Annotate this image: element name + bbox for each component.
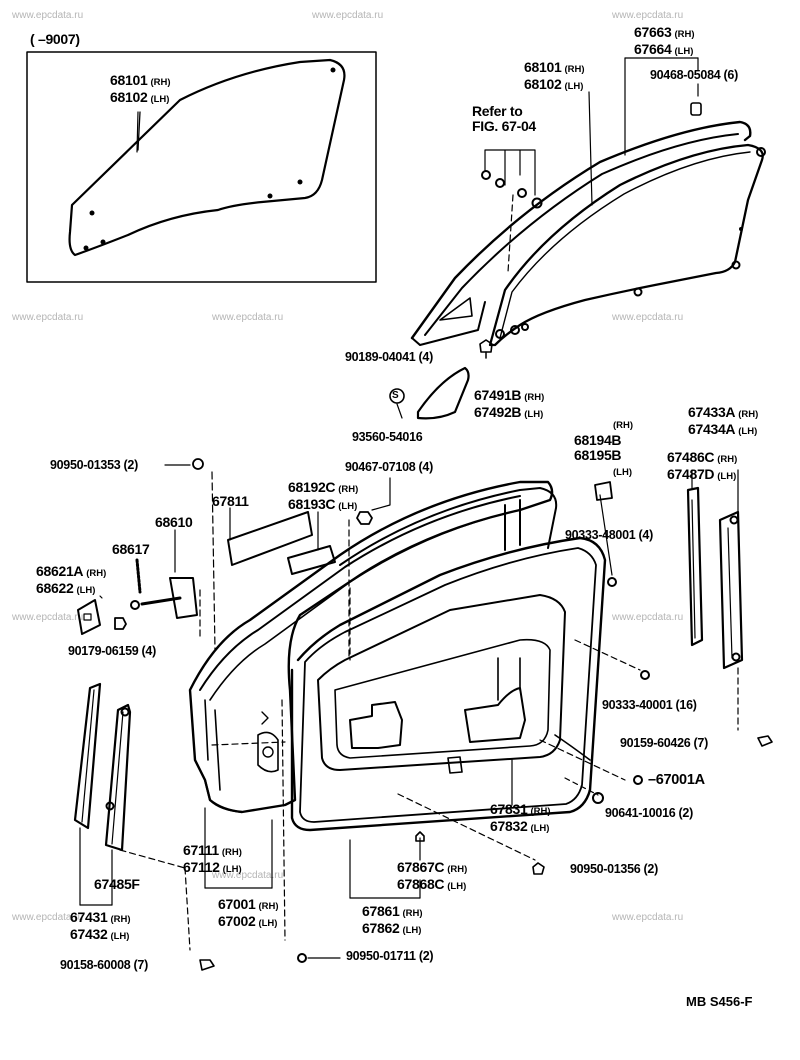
refer-note: Refer to FIG. 67-04 bbox=[472, 103, 536, 134]
inset-frame bbox=[26, 51, 377, 283]
clip-90467-label: 90467-07108 (4) bbox=[345, 460, 433, 474]
part-67431-label: 67431(RH) 67432(LH) bbox=[70, 909, 131, 943]
hole-90641-label: 90641-10016 (2) bbox=[605, 806, 693, 820]
trim-board bbox=[334, 638, 551, 759]
bolt-90189-label: 90189-04041 (4) bbox=[345, 350, 433, 364]
watermark: www.epcdata.ru bbox=[312, 10, 384, 21]
trim-67491b-label: 67491B(RH) 67492B(LH) bbox=[474, 387, 545, 421]
watermark: www.epcdata.ru bbox=[612, 912, 684, 923]
part-67485f-label: 67485F bbox=[94, 876, 140, 892]
bolt-90158-label: 90158-60008 (7) bbox=[60, 958, 148, 972]
clip-90950-01356-label: 90950-01356 (2) bbox=[570, 862, 658, 876]
inset-title: ( –9007) bbox=[30, 31, 80, 47]
part-68610-label: 68610 bbox=[155, 514, 193, 530]
weatherstrip bbox=[290, 536, 607, 832]
part-67486c-label: 67486C(RH) 67487D(LH) bbox=[667, 449, 738, 483]
part-67433a-label: 67433A(RH) 67434A(LH) bbox=[688, 404, 759, 438]
inset-glass-label: 68101(RH) 68102(LH) bbox=[110, 72, 171, 106]
part-68617-label: 68617 bbox=[112, 541, 150, 557]
watermark: www.epcdata.ru bbox=[612, 312, 684, 323]
clip-90950-01711-label: 90950-01711 (2) bbox=[346, 949, 434, 963]
nut-90333-48001-label: 90333-48001 (4) bbox=[565, 528, 653, 542]
part-67861-label: 67861(RH) 67862(LH) bbox=[362, 903, 423, 937]
nut-90333-40001-label: 90333-40001 (16) bbox=[602, 698, 697, 712]
watermark: www.epcdata.ru bbox=[612, 612, 684, 623]
watermark: www.epcdata.ru bbox=[12, 10, 84, 21]
diagram-code: MB S456-F bbox=[686, 994, 753, 1009]
watermark: www.epcdata.ru bbox=[12, 612, 84, 623]
part-67831-label: 67831(RH) 67832(LH) bbox=[490, 801, 551, 835]
part-67001a-label: –67001A bbox=[648, 772, 705, 788]
watermark: www.epcdata.ru bbox=[12, 312, 84, 323]
part-67811-label: 67811 bbox=[212, 493, 249, 509]
glass-run-outer bbox=[410, 120, 752, 340]
watermark: www.epcdata.ru bbox=[12, 912, 84, 923]
part-67111-label: 67111(RH) 67112(LH) bbox=[183, 842, 242, 876]
watermark: www.epcdata.ru bbox=[612, 10, 684, 21]
bolt-90159-label: 90159-60426 (7) bbox=[620, 736, 708, 750]
part-68194b-label: (RH) 68194B 68195B (LH) bbox=[574, 420, 634, 478]
watermark: www.epcdata.ru bbox=[212, 312, 284, 323]
run-channel-label: 67663(RH) 67664(LH) bbox=[634, 24, 695, 58]
inset-door-glass bbox=[68, 58, 346, 257]
glass-label: 68101(RH) 68102(LH) bbox=[524, 59, 585, 93]
part-68621a-label: 68621A(RH) 68622(LH) bbox=[36, 563, 107, 597]
door-glass bbox=[488, 143, 764, 347]
s-mark: S bbox=[392, 390, 399, 401]
part-67867c-label: 67867C(RH) 67868C(LH) bbox=[397, 859, 468, 893]
screw-90468-label: 90468-05084 (6) bbox=[650, 68, 738, 82]
clip-90950-01353-label: 90950-01353 (2) bbox=[50, 458, 138, 472]
part-93560-label: 93560-54016 bbox=[352, 430, 423, 444]
part-67001-label: 67001(RH) 67002(LH) bbox=[218, 896, 279, 930]
watermark: www.epcdata.ru bbox=[212, 870, 284, 881]
bolt-90179-label: 90179-06159 (4) bbox=[68, 644, 156, 658]
part-68192c-label: 68192C(RH) 68193C(LH) bbox=[288, 479, 359, 513]
